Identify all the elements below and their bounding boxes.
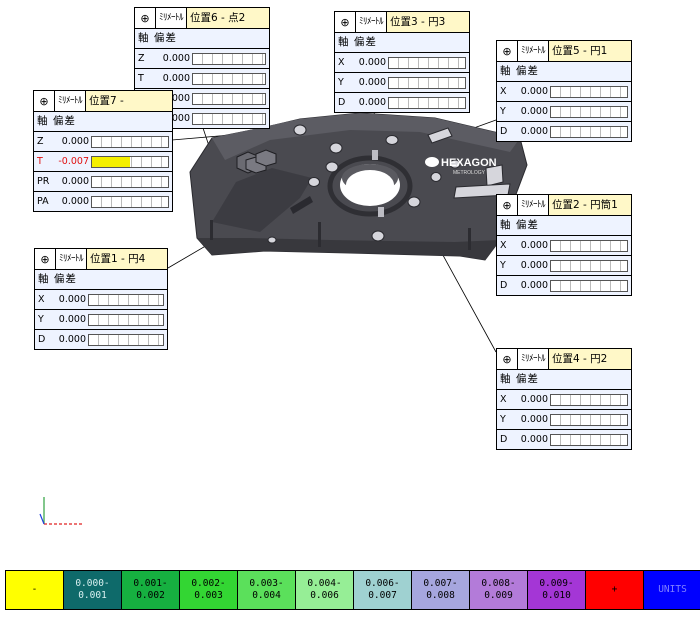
legend-cell-range[interactable]: 0.008- 0.009 xyxy=(470,571,528,609)
axis-deviation-header: 軸 偏差 xyxy=(34,112,172,132)
machined-part-model[interactable] xyxy=(189,112,528,261)
unit-label: ﾐﾘﾒｰﾄﾙ xyxy=(156,8,188,28)
legend-cell-range[interactable]: 0.002- 0.003 xyxy=(180,571,238,609)
deviation-bar xyxy=(550,125,628,138)
hexagon-logo-subtext: METROLOGY xyxy=(453,170,486,176)
deviation-bar xyxy=(88,293,164,306)
deviation-bar xyxy=(192,52,266,65)
deviation-bar xyxy=(388,76,466,89)
axis-deviation-header: 軸 偏差 xyxy=(35,270,167,290)
feature-label: 位置6 - 点2 xyxy=(187,8,269,28)
deviation-bar xyxy=(192,112,266,125)
position-tolerance-icon: ⊕ xyxy=(135,8,156,28)
deviation-bar xyxy=(192,92,266,105)
legend-cell-range[interactable]: 0.006- 0.007 xyxy=(354,571,412,609)
deviation-bar xyxy=(550,85,628,98)
deviation-bar xyxy=(91,155,169,168)
position-tolerance-icon: ⊕ xyxy=(35,249,56,269)
feature-label: 位置5 - 円1 xyxy=(549,41,631,61)
legend-cell-range[interactable]: 0.004- 0.006 xyxy=(296,571,354,609)
deviation-bar xyxy=(88,333,164,346)
deviation-bar xyxy=(91,135,169,148)
deviation-bar xyxy=(388,56,466,69)
feature-label: 位置3 - 円3 xyxy=(387,12,469,32)
feature-label: 位置4 - 円2 xyxy=(549,349,631,369)
legend-cell-range[interactable]: 0.000- 0.001 xyxy=(64,571,122,609)
axis-deviation-header: 軸 偏差 xyxy=(497,62,631,82)
unit-label: ﾐﾘﾒｰﾄﾙ xyxy=(518,195,550,215)
position-tolerance-icon: ⊕ xyxy=(335,12,356,32)
axis-row-out-of-tolerance: T-0.007 xyxy=(34,152,172,172)
position-tolerance-icon: ⊕ xyxy=(497,349,518,369)
legend-cell-below[interactable]: - xyxy=(6,571,64,609)
unit-label: ﾐﾘﾒｰﾄﾙ xyxy=(56,249,88,269)
deviation-bar xyxy=(550,105,628,118)
deviation-bar xyxy=(550,413,628,426)
axis-deviation-header: 軸 偏差 xyxy=(135,29,269,49)
deviation-bar xyxy=(91,195,169,208)
deviation-bar xyxy=(550,393,628,406)
deviation-bar xyxy=(88,313,164,326)
deviation-bar xyxy=(550,433,628,446)
axis-deviation-header: 軸 偏差 xyxy=(497,216,631,236)
axis-deviation-header: 軸 偏差 xyxy=(497,370,631,390)
legend-cell-range[interactable]: 0.003- 0.004 xyxy=(238,571,296,609)
deviation-bar xyxy=(91,175,169,188)
deviation-color-legend: - 0.000- 0.001 0.001- 0.002 0.002- 0.003… xyxy=(5,570,700,610)
deviation-bar xyxy=(550,259,628,272)
feature-label: 位置1 - 円4 xyxy=(87,249,167,269)
legend-cell-range[interactable]: 0.007- 0.008 xyxy=(412,571,470,609)
unit-label: ﾐﾘﾒｰﾄﾙ xyxy=(55,91,87,111)
legend-cell-above[interactable]: + xyxy=(586,571,644,609)
unit-label: ﾐﾘﾒｰﾄﾙ xyxy=(518,41,550,61)
deviation-bar xyxy=(550,279,628,292)
hexagon-logo-text: HEXAGON xyxy=(441,157,497,169)
feature-label: 位置7 - xyxy=(86,91,172,111)
deviation-bar xyxy=(550,239,628,252)
position-tolerance-icon: ⊕ xyxy=(34,91,55,111)
position-tolerance-icon: ⊕ xyxy=(497,195,518,215)
axis-deviation-header: 軸 偏差 xyxy=(335,33,469,53)
deviation-bar xyxy=(388,96,466,109)
deviation-bar xyxy=(192,72,266,85)
legend-units-button[interactable]: UNITS xyxy=(644,571,700,609)
feature-label: 位置2 - 円筒1 xyxy=(549,195,631,215)
hexagon-logo: HEXAGON METROLOGY xyxy=(425,157,497,176)
axis-triad-icon xyxy=(39,497,84,525)
unit-label: ﾐﾘﾒｰﾄﾙ xyxy=(356,12,388,32)
position-tolerance-icon: ⊕ xyxy=(497,41,518,61)
legend-cell-range[interactable]: 0.001- 0.002 xyxy=(122,571,180,609)
legend-cell-range[interactable]: 0.009- 0.010 xyxy=(528,571,586,609)
unit-label: ﾐﾘﾒｰﾄﾙ xyxy=(518,349,550,369)
